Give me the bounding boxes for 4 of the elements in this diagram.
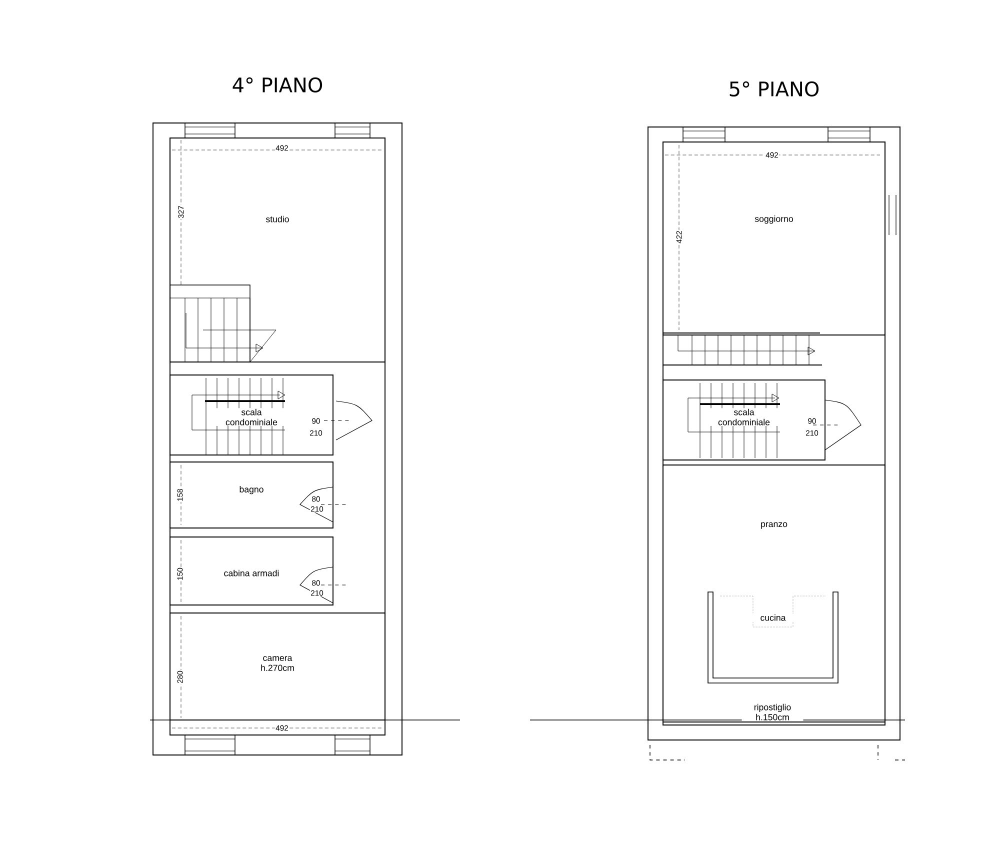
node-label: 4° PIANO — [232, 77, 322, 92]
room-name: ripostiglio h.150cm — [742, 703, 804, 722]
kitchen-counter: cucina — [708, 592, 838, 684]
node-label: 5° PIANO — [730, 81, 819, 96]
